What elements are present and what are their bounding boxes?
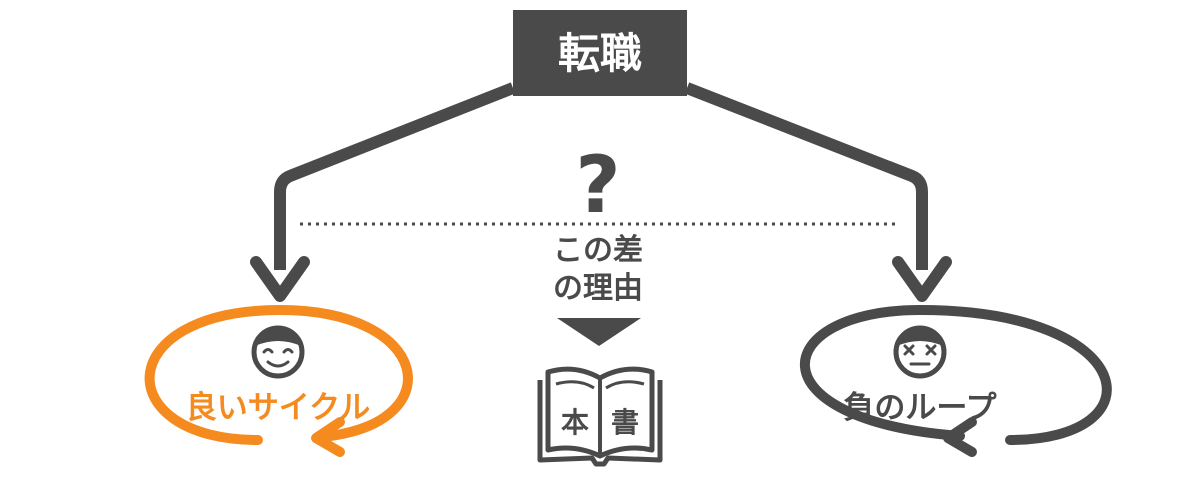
reason-label-line1: この差 <box>553 233 643 268</box>
right-branch-arrowhead <box>892 256 952 302</box>
top-box-label: 転職 <box>558 29 642 78</box>
left-label: 良いサイクル <box>186 390 370 426</box>
question-mark-icon: ? <box>575 141 620 231</box>
right-loop-arrowhead <box>943 417 977 457</box>
left-branch-line <box>274 82 516 270</box>
right-loop <box>800 304 1112 445</box>
left-branch-arrowhead <box>250 256 310 302</box>
down-triangle-icon <box>557 318 641 346</box>
left-loop <box>144 304 413 445</box>
right-label: 負のループ <box>843 390 997 426</box>
reason-label-line2: の理由 <box>553 271 643 306</box>
book-label-right: 書 <box>611 406 639 439</box>
dizzy-face-icon <box>893 325 947 379</box>
book-icon <box>537 366 663 467</box>
book-label-left: 本 <box>561 406 589 439</box>
happy-face-icon <box>251 325 305 379</box>
top-box <box>513 10 687 96</box>
right-branch-line <box>684 82 928 270</box>
left-loop-arrowhead <box>311 417 345 457</box>
